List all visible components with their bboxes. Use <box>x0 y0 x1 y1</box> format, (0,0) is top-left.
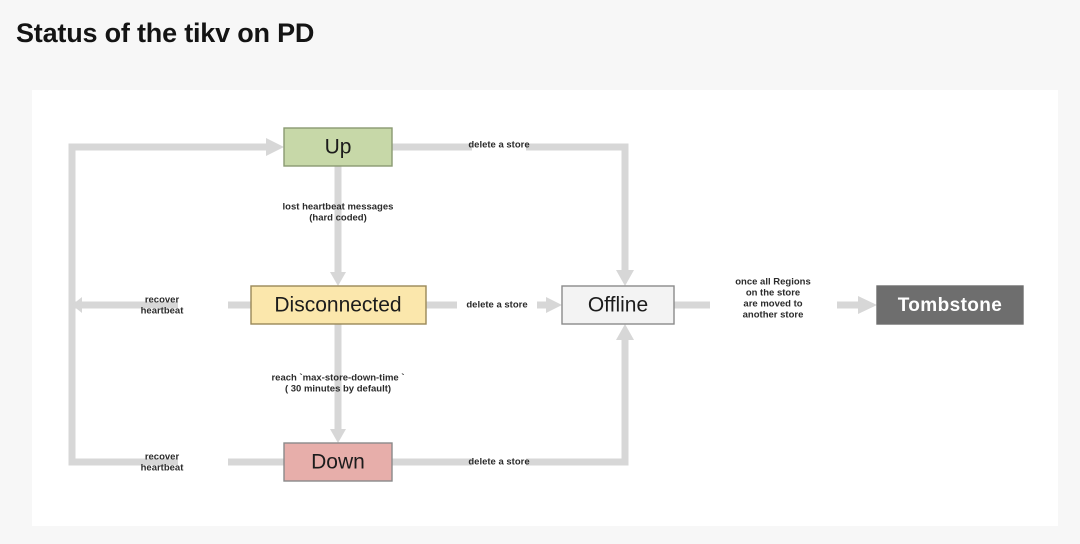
edge-label-tombstone-line1: once all Regions <box>735 277 811 288</box>
node-tombstone-box[interactable] <box>876 285 1024 325</box>
edge-up-to-disconnected <box>330 166 346 286</box>
node-up-label: Up <box>325 136 352 159</box>
edge-label-recover-line1: recover <box>145 295 180 306</box>
diagram-card: lost heartbeat messages (hard coded) rea… <box>32 90 1058 526</box>
edge-label-tombstone-line3: are moved to <box>743 299 802 310</box>
edge-disconnected-to-down <box>330 324 346 443</box>
edge-label-recover-down: recover heartbeat <box>141 452 185 474</box>
edge-label-up-to-disconnected: lost heartbeat messages (hard coded) <box>283 202 394 224</box>
page-title: Status of the tikv on PD <box>16 18 315 48</box>
edge-label-offline-to-tombstone: once all Regions on the store are moved … <box>735 277 811 321</box>
node-disconnected-box[interactable] <box>250 285 427 325</box>
node-down[interactable]: Down <box>283 442 393 482</box>
edge-label-delete-a-store-disconnected: delete a store <box>466 300 527 311</box>
edge-label-disconnected-to-down: reach `max-store-down-time ` ( 30 minute… <box>271 373 404 395</box>
edge-down-to-up <box>68 305 284 466</box>
node-down-box[interactable] <box>283 442 393 482</box>
edge-disconnected-to-up <box>68 138 284 313</box>
edge-label-lost-heartbeat-line1: lost heartbeat messages <box>283 202 394 213</box>
edge-label-tombstone-line2: on the store <box>746 288 800 299</box>
node-up[interactable]: Up <box>283 127 393 167</box>
edge-label-recover-disconnected: recover heartbeat <box>141 295 185 317</box>
state-diagram: lost heartbeat messages (hard coded) rea… <box>68 127 1024 482</box>
node-up-box[interactable] <box>283 127 393 167</box>
edge-up-to-offline <box>392 143 634 286</box>
node-offline-box[interactable] <box>561 285 675 325</box>
edge-label-tombstone-line4: another store <box>743 310 804 321</box>
edge-disconnected-to-offline <box>426 297 562 313</box>
edge-label-lost-heartbeat-line2: (hard coded) <box>309 213 367 224</box>
edge-label-delete-a-store-down: delete a store <box>468 457 529 468</box>
edge-label-max-store-down-line1: reach `max-store-down-time ` <box>271 373 404 384</box>
node-disconnected-label: Disconnected <box>274 294 401 317</box>
edge-down-to-offline <box>392 324 634 466</box>
node-tombstone[interactable]: Tombstone <box>876 285 1024 325</box>
node-disconnected[interactable]: Disconnected <box>250 285 427 325</box>
edge-label-recover-line2: heartbeat <box>141 306 185 317</box>
node-offline-label: Offline <box>588 294 648 317</box>
edge-label-recover-down-line1: recover <box>145 452 180 463</box>
edge-label-recover-down-line2: heartbeat <box>141 463 185 474</box>
edge-label-delete-a-store-up: delete a store <box>468 140 529 151</box>
edge-offline-to-tombstone <box>674 296 877 314</box>
edge-label-max-store-down-line2: ( 30 minutes by default) <box>285 384 391 395</box>
node-offline[interactable]: Offline <box>561 285 675 325</box>
node-down-label: Down <box>311 451 365 474</box>
node-tombstone-label: Tombstone <box>898 295 1003 316</box>
